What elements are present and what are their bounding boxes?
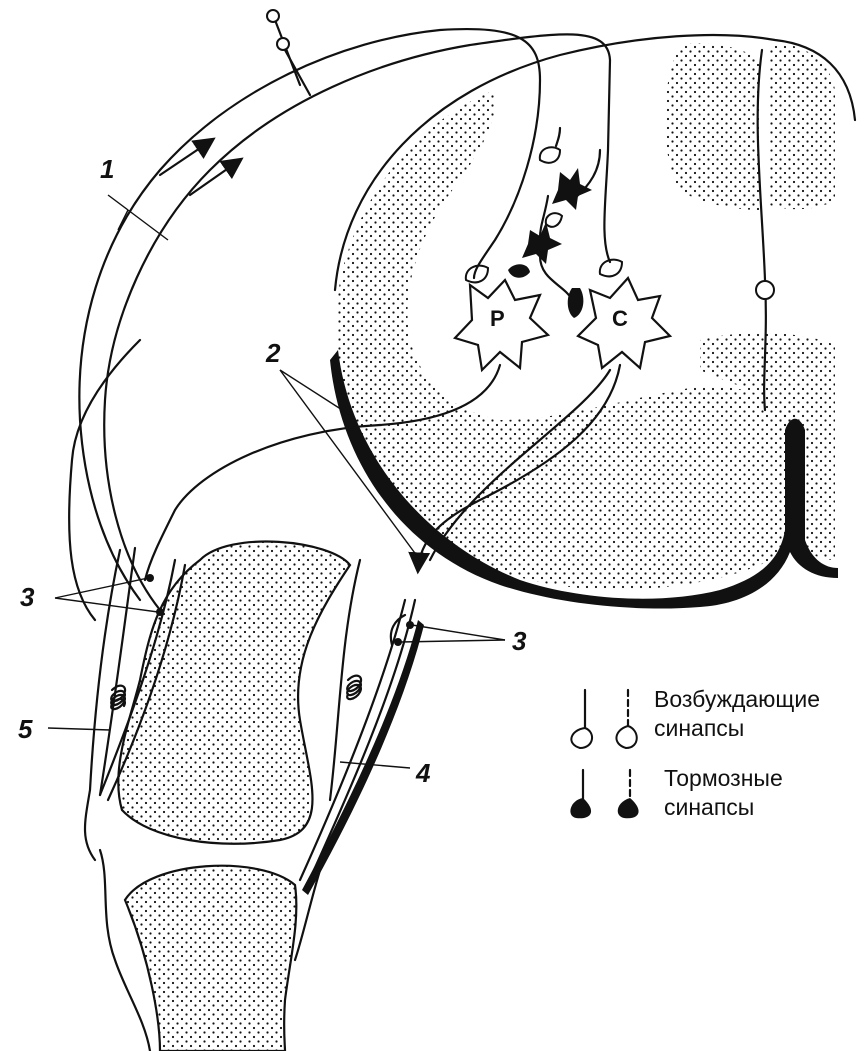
legend-inhibitory-line2: синапсы xyxy=(664,794,754,820)
right-motoneuron-label: С xyxy=(612,306,628,331)
excitatory-synapse-4 xyxy=(546,213,562,227)
legend-excitatory-symbol xyxy=(571,690,636,748)
label-2: 2 xyxy=(265,338,281,368)
label-1: 1 xyxy=(100,154,114,184)
excitatory-synapse-3 xyxy=(540,147,560,163)
grey-matter-right-upper xyxy=(665,43,760,210)
label-3-left: 3 xyxy=(20,582,35,612)
inhibitory-synapse-small xyxy=(508,264,530,278)
legend-inhibitory-line1: Тормозные xyxy=(664,765,783,791)
right-motoneuron: С xyxy=(578,278,670,368)
inhibitory-synapse-motoneuron xyxy=(568,288,584,318)
label-5: 5 xyxy=(18,714,33,744)
label-4: 4 xyxy=(415,758,431,788)
legend: Возбуждающие синапсы Тормозные синапсы xyxy=(570,686,820,820)
central-canal xyxy=(756,281,774,299)
spindle-coil-right xyxy=(347,676,361,699)
interneurons xyxy=(466,128,622,318)
tibia xyxy=(125,866,296,1051)
femur xyxy=(118,541,350,843)
label-3-right: 3 xyxy=(512,626,527,656)
left-motoneuron-label: Р xyxy=(490,306,505,331)
legend-excitatory-line1: Возбуждающие xyxy=(654,686,820,712)
legend-inhibitory-symbol xyxy=(570,770,638,818)
left-motoneuron: Р xyxy=(455,280,548,370)
spindle-coil-left xyxy=(111,686,125,709)
grey-matter-right-upper2 xyxy=(770,44,835,209)
knee-joint xyxy=(100,541,350,1051)
inhibitory-interneuron-1 xyxy=(552,168,592,210)
legend-excitatory-line2: синапсы xyxy=(654,715,744,741)
